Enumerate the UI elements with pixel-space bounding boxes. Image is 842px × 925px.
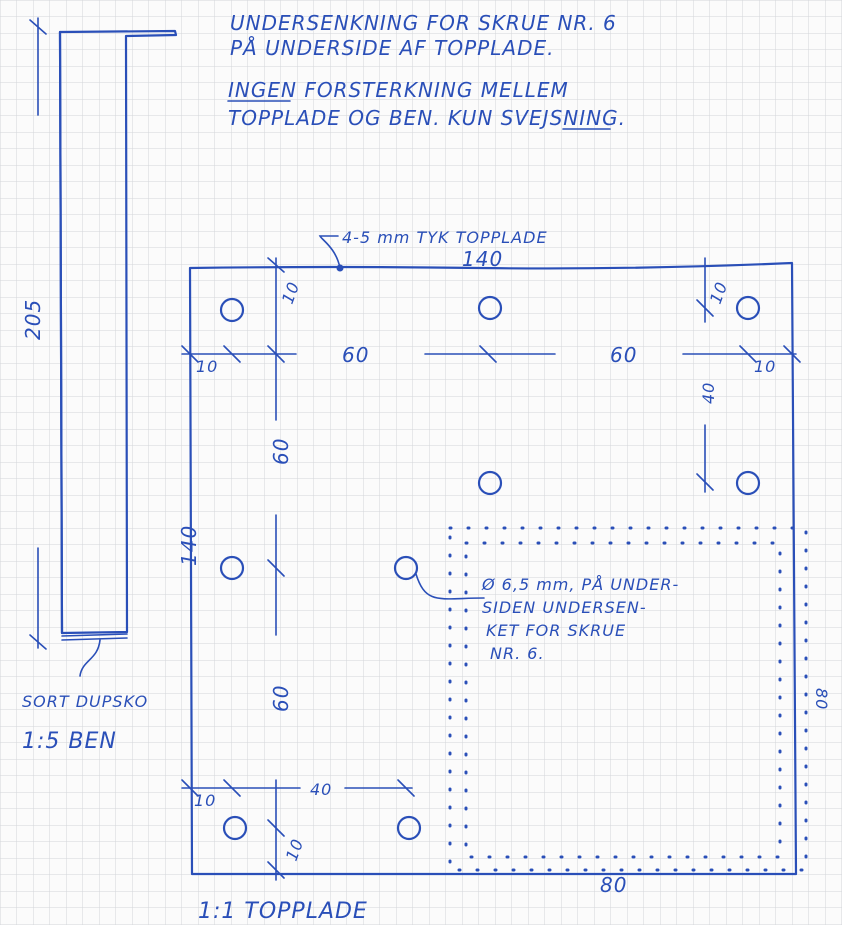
hole-2 [477, 295, 503, 321]
leg-foot [61, 633, 128, 641]
hole-note-line-1: Ø 6,5 mm, PÅ UNDER- [481, 575, 679, 594]
thickness-label: 4-5 mm TYK TOPPLADE [342, 228, 548, 247]
dim-edge-right: 10 [754, 357, 776, 376]
hole-7 [393, 555, 419, 581]
notes-block: UNDERSENKNING FOR SKRUE NR. 6 PÅ UNDERSI… [227, 11, 626, 130]
dim-span-left: 60 [342, 343, 369, 367]
leg-dim-ticks [29, 19, 47, 650]
hole-4 [477, 470, 503, 496]
plate-height-label: 140 [177, 525, 201, 566]
hole-note-line-4: NR. 6. [490, 644, 545, 663]
hole-3 [735, 295, 761, 321]
foot-label: SORT DUPSKO [22, 692, 148, 711]
thickness-leader-dot [336, 264, 344, 272]
dim-span-right: 60 [610, 343, 637, 367]
leg-left-edge [58, 30, 64, 635]
leg-scale-label: 1:5 BEN [22, 729, 117, 754]
hole-note-line-3: KET FOR SKRUE [486, 621, 626, 640]
dotted-outline-inner [464, 541, 782, 859]
dim-span-vertical-lower: 60 [269, 685, 293, 712]
hole-note-leader [415, 573, 485, 600]
plate-scale-label: 1:1 TOPPLADE [198, 899, 368, 924]
hole-1 [219, 297, 245, 323]
hole-note-line-2: SIDEN UNDERSEN- [482, 598, 647, 617]
dim-span-bottom: 40 [310, 780, 332, 799]
note-line-2: PÅ UNDERSIDE AF TOPPLADE. [230, 36, 554, 60]
topplate-drawing: 4-5 mm TYK TOPPLADE 140 10 10 10 10 60 6… [177, 228, 831, 924]
dim-span-vertical-upper: 60 [269, 438, 293, 465]
note-line-4: TOPPLADE OG BEN. KUN SVEJSNING. [228, 106, 626, 130]
width-label: 140 [462, 247, 503, 271]
thickness-leader [318, 235, 341, 269]
dotted-width-label: 80 [600, 873, 627, 897]
note-line-1: UNDERSENKNING FOR SKRUE NR. 6 [230, 11, 617, 35]
hole-8 [222, 815, 248, 841]
topplate-outline [188, 261, 798, 876]
dim-ticks [181, 257, 801, 879]
hole-5 [735, 470, 761, 496]
hole-6 [219, 555, 245, 581]
leg-height-label: 205 [21, 299, 45, 340]
hole-9 [396, 815, 422, 841]
dim-edge-left: 10 [196, 357, 218, 376]
note-line-3: INGEN FORSTERKNING MELLEM [228, 78, 569, 102]
dim-span-right-vertical: 40 [699, 382, 718, 404]
dim-edge-bottom-left: 10 [194, 791, 216, 810]
dotted-height-label: 80 [812, 688, 831, 710]
leg-drawing: 205 SORT DUPSKO 1:5 BEN [21, 17, 178, 754]
dotted-outline-outer [448, 526, 808, 872]
foot-leader [79, 639, 101, 677]
